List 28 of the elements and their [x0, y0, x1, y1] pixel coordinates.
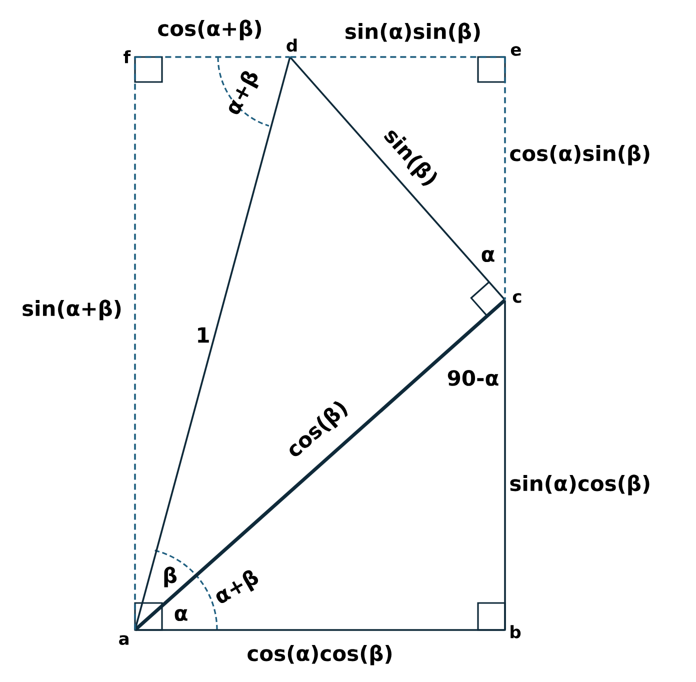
edge-label: sin(α)sin(β)	[346, 22, 480, 44]
angle-label: 90-α	[448, 370, 498, 386]
edge-label: 1	[198, 327, 209, 343]
angle-label: α	[174, 609, 188, 621]
dashed-line	[135, 56, 290, 58]
line-segment	[135, 629, 505, 631]
edge-label: cos(α)sin(β)	[510, 144, 650, 166]
vertex-label: c	[512, 293, 522, 303]
line-segment	[290, 56, 506, 300]
vertex-label: f	[124, 50, 131, 64]
angle-label: α+β	[216, 570, 258, 603]
line-segment	[504, 300, 506, 630]
dashed-line	[290, 56, 505, 58]
vertex-label: a	[119, 635, 128, 645]
dashed-line	[504, 57, 506, 300]
edge-label: cos(α)cos(β)	[248, 644, 392, 666]
angle-label: α	[482, 250, 494, 262]
line-segment	[134, 56, 291, 630]
edge-label: sin(α)cos(β)	[510, 474, 650, 496]
vertex-label: e	[510, 46, 521, 56]
vertex-label: d	[286, 38, 297, 52]
dashed-line	[134, 57, 136, 630]
angle-label: β	[164, 566, 177, 588]
angle-label: α+β	[229, 71, 259, 114]
line-segment	[134, 298, 506, 632]
vertex-label: b	[510, 625, 521, 638]
edge-label: sin(α+β)	[22, 300, 121, 320]
edge-label: cos(α+β)	[158, 20, 262, 40]
